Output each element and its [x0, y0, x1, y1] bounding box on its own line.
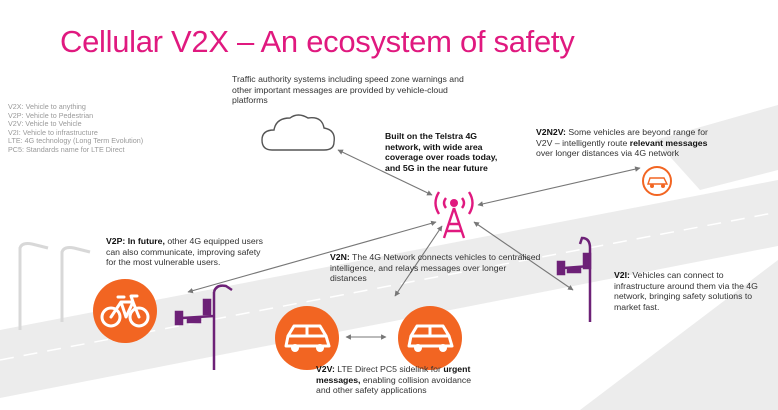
v2v-description: V2V: LTE Direct PC5 sidelink for urgent … — [316, 364, 484, 396]
cell-tower-icon — [434, 191, 474, 239]
connection-arrows — [187, 149, 641, 340]
v2n-text: The 4G Network connects vehicles to cent… — [330, 252, 541, 284]
v2n-description: V2N: The 4G Network connects vehicles to… — [330, 252, 542, 284]
traffic-light-pole-icon-right — [556, 236, 592, 322]
v2n2v-text-1: Some vehicles are beyond range for V2V –… — [536, 127, 708, 148]
legend-item: V2P: Vehicle to Pedestrian — [8, 110, 94, 120]
legend-item: PC5: Standards name for LTE Direct — [8, 144, 125, 154]
v2v-text-1: LTE Direct PC5 sidelink for — [334, 364, 444, 374]
car-icon-right — [398, 306, 462, 370]
abbreviation-legend: V2X: Vehicle to anything V2P: Vehicle to… — [8, 102, 144, 155]
car-icon-left — [275, 306, 339, 370]
v2n2v-bold-text: relevant messages — [629, 137, 708, 148]
traffic-authority-text: Traffic authority systems including spee… — [232, 74, 464, 106]
v2i-text: Vehicles can connect to infrastructure a… — [614, 270, 758, 312]
legend-item: V2X: Vehicle to anything — [8, 102, 86, 111]
v2p-description: V2P: In future, other 4G equipped users … — [106, 236, 268, 268]
background-street-lamps — [18, 242, 91, 330]
traffic-light-pole-icon-left — [174, 284, 233, 370]
v2i-description: V2I: Vehicles can connect to infrastruct… — [614, 270, 764, 312]
v2p-bold-text: In future, — [125, 236, 165, 246]
legend-item: V2I: Vehicle to infrastructure — [8, 127, 98, 137]
distant-car-icon — [642, 166, 672, 196]
v2n2v-label: V2N2V: — [536, 127, 566, 137]
v2v-text-2: enabling collision avoidance and other s… — [316, 374, 472, 396]
v2p-text: other 4G equipped users can also communi… — [106, 236, 263, 268]
v2v-bold-text: urgent messages, — [316, 364, 471, 385]
v2i-label: V2I: — [614, 270, 630, 280]
legend-item: V2V: Vehicle to Vehicle — [8, 119, 82, 129]
v2p-label: V2P: — [106, 236, 126, 246]
v2n2v-description: V2N2V: Some vehicles are beyond range fo… — [536, 127, 718, 159]
cloud-icon — [261, 114, 335, 151]
legend-item: LTE: 4G technology (Long Term Evolution) — [8, 136, 144, 146]
bicycle-icon — [93, 279, 157, 343]
telstra-network-text: Built on the Telstra 4G network, with wi… — [385, 131, 498, 173]
v2n2v-text-2: over longer distances via 4G network — [536, 148, 679, 159]
page-title: Cellular V2X – An ecosystem of safety — [60, 24, 575, 59]
v2n-label: V2N: — [330, 252, 350, 262]
v2v-label: V2V: — [316, 364, 335, 374]
